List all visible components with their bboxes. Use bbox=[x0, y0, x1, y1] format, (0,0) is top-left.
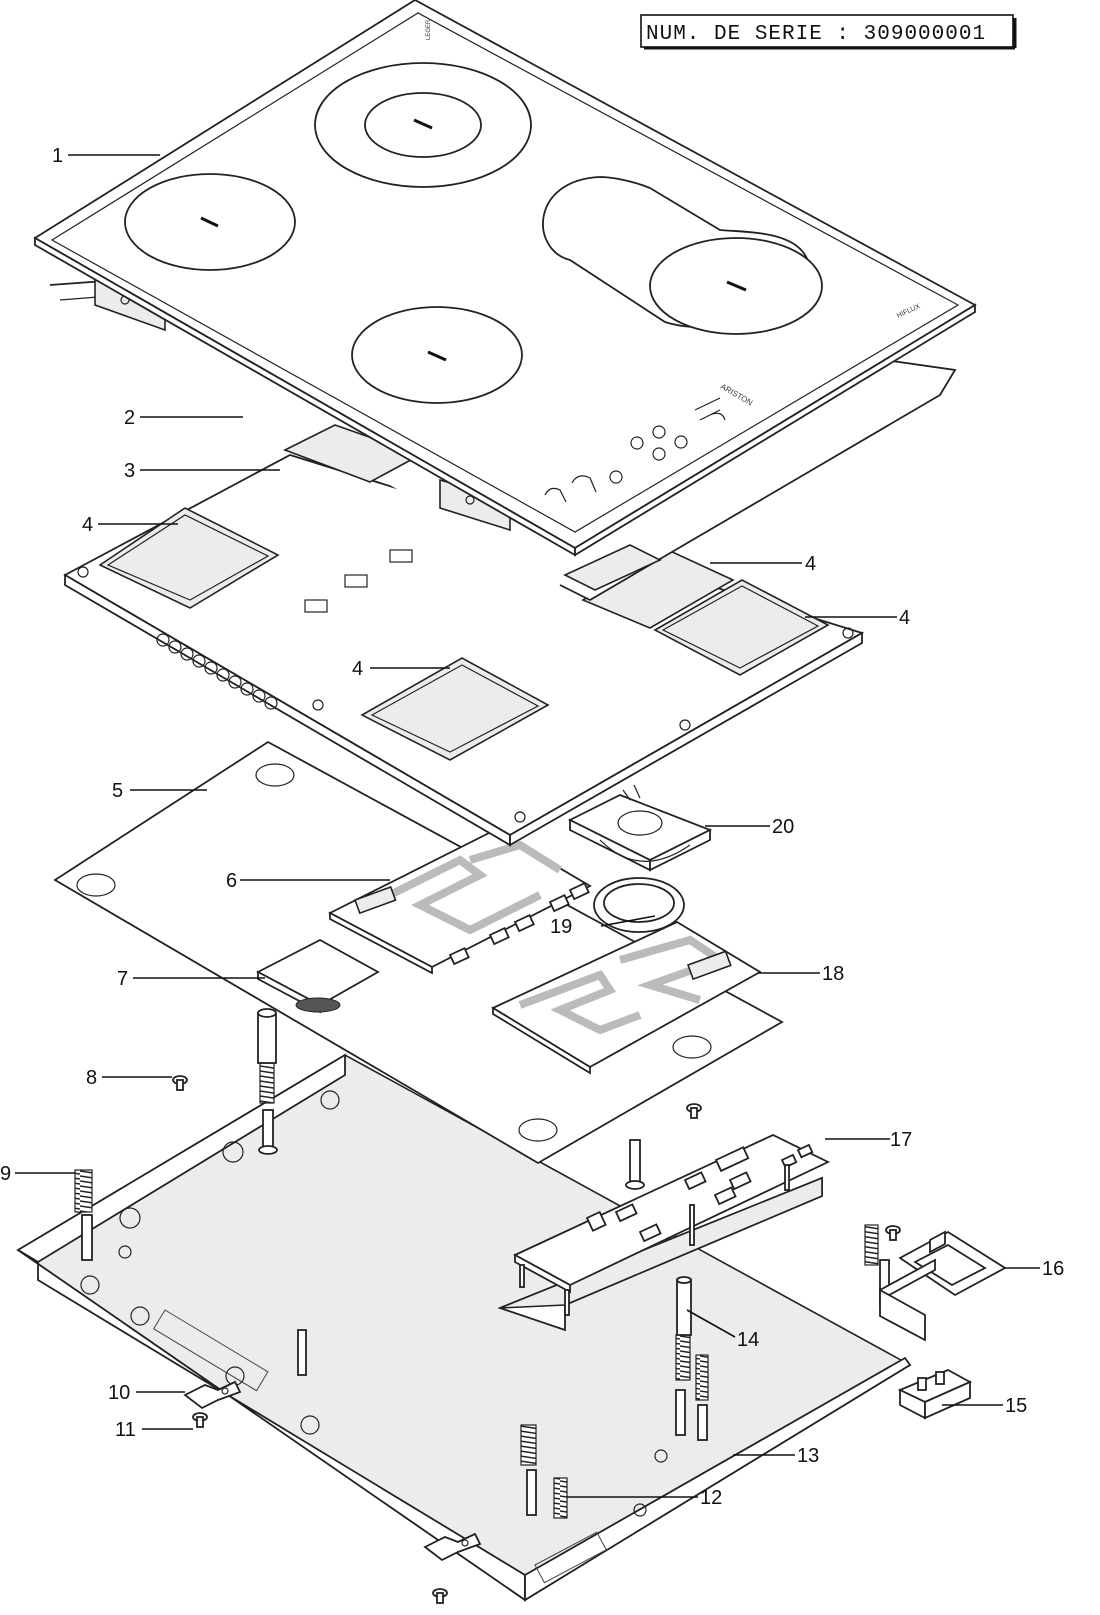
control-board bbox=[513, 1134, 831, 1316]
filter-board bbox=[256, 938, 380, 1014]
serial-number-text: NUM. DE SERIE : 309000001 bbox=[646, 23, 986, 46]
label-8: 8 bbox=[86, 1067, 97, 1089]
label-6: 6 bbox=[226, 870, 237, 892]
label-20: 20 bbox=[772, 816, 794, 838]
label-9: 9 bbox=[0, 1163, 11, 1185]
label-4c: 4 bbox=[899, 607, 910, 629]
label-4b: 4 bbox=[805, 553, 816, 575]
label-19: 19 bbox=[550, 916, 572, 938]
led-holes bbox=[156, 633, 278, 710]
screws bbox=[172, 1075, 901, 1604]
touch-controls bbox=[544, 397, 726, 503]
label-4a: 4 bbox=[82, 514, 93, 536]
cooking-zone-front bbox=[351, 306, 523, 404]
label-12: 12 bbox=[700, 1487, 722, 1509]
side-bracket bbox=[879, 1230, 1007, 1342]
springs bbox=[74, 1062, 879, 1519]
serial-number-box: NUM. DE SERIE : 309000001 bbox=[640, 14, 1017, 50]
label-4d: 4 bbox=[352, 658, 363, 680]
part-labels: 1 2 3 4 4 4 4 5 6 7 8 9 10 11 12 13 14 1… bbox=[0, 145, 1064, 1509]
label-1: 1 bbox=[52, 145, 63, 167]
coil-pad-4d bbox=[360, 657, 550, 761]
cooling-fan bbox=[567, 784, 713, 872]
label-18: 18 bbox=[822, 963, 844, 985]
glass-cooktop: ARISTON HIFLUX LEGER bbox=[33, 0, 977, 557]
label-2: 2 bbox=[124, 407, 135, 429]
label-5: 5 bbox=[112, 780, 123, 802]
standoff-posts bbox=[81, 1109, 890, 1516]
cooking-zone-bridge-right bbox=[542, 176, 823, 335]
label-16: 16 bbox=[1042, 1258, 1064, 1280]
label-11: 11 bbox=[115, 1419, 136, 1441]
power-board-18 bbox=[491, 920, 762, 1075]
label-14: 14 bbox=[737, 1329, 759, 1351]
label-17: 17 bbox=[890, 1129, 912, 1151]
power-board-6 bbox=[328, 828, 592, 975]
cylinder-tube bbox=[257, 1008, 277, 1064]
fixing-clips bbox=[183, 1380, 482, 1562]
leader-lines bbox=[15, 154, 1040, 1498]
coil-support-plate bbox=[63, 454, 865, 847]
label-10: 10 bbox=[108, 1382, 130, 1404]
cooking-zone-rear-left bbox=[314, 62, 532, 188]
ferrite-ring bbox=[593, 877, 685, 933]
spring-12 bbox=[553, 1477, 568, 1519]
coil-pad-4a bbox=[98, 507, 280, 609]
label-15: 15 bbox=[1005, 1395, 1027, 1417]
cooking-zone-left bbox=[124, 173, 296, 271]
spring-9 bbox=[74, 1169, 93, 1213]
coil-pad-4c bbox=[653, 579, 830, 676]
bottom-casing bbox=[16, 1053, 912, 1602]
label-3: 3 bbox=[124, 460, 135, 482]
svg-text:LEGER: LEGER bbox=[426, 19, 432, 40]
label-13: 13 bbox=[797, 1445, 819, 1467]
terminal-block bbox=[897, 1369, 973, 1420]
label-7: 7 bbox=[117, 968, 128, 990]
